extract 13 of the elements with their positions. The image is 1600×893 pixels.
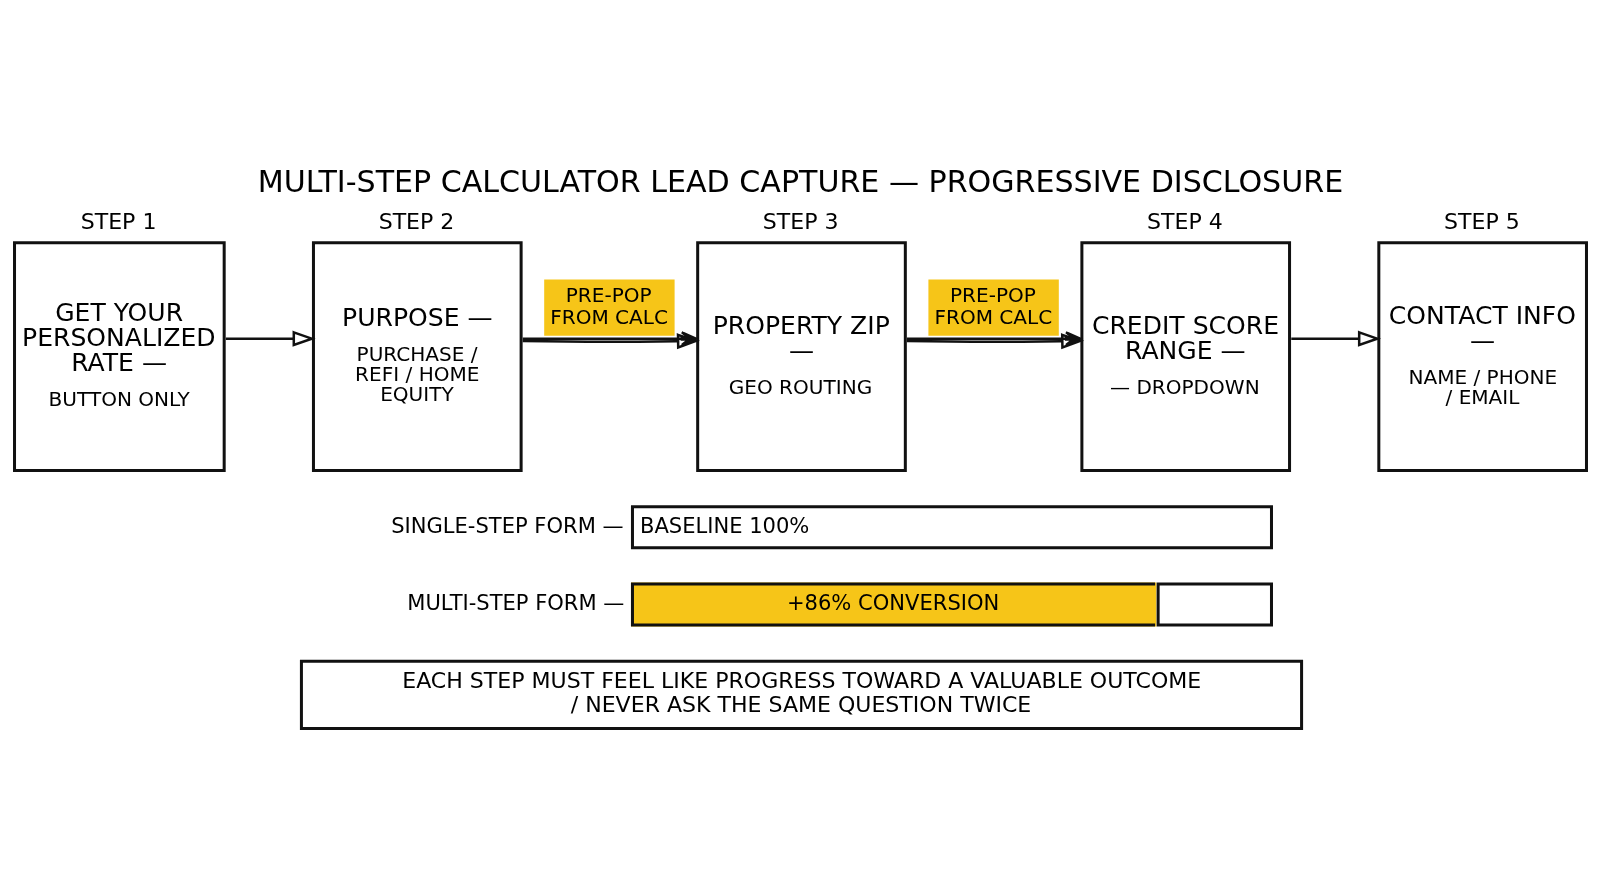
edge-label: PRE-POP FROM CALC	[933, 282, 1052, 329]
edge-label: PRE-POP FROM CALC	[549, 282, 668, 329]
node-box: EACH STEP MUST FEEL LIKE PROGRESS TOWARD A VALUABLE OUTCOME / NEVER ASK THE SAME QUESTION TWICE	[299, 659, 1303, 730]
node-label: STEP 3	[762, 208, 839, 234]
node-label: MULTI-STEP FORM —	[406, 589, 624, 615]
node-label: SINGLE-STEP FORM —	[390, 512, 624, 538]
node-label: STEP 1	[80, 208, 156, 234]
arrow	[1290, 330, 1381, 347]
node-label: STEP 2	[378, 208, 454, 234]
node-label: STEP 4	[1146, 208, 1223, 234]
node-label: STEP 5	[1443, 208, 1520, 234]
arrow	[225, 330, 316, 347]
diagram-title: MULTI-STEP CALCULATOR LEAD CAPTURE — PROGRESSIVE DISCLOSURE	[257, 163, 1343, 199]
